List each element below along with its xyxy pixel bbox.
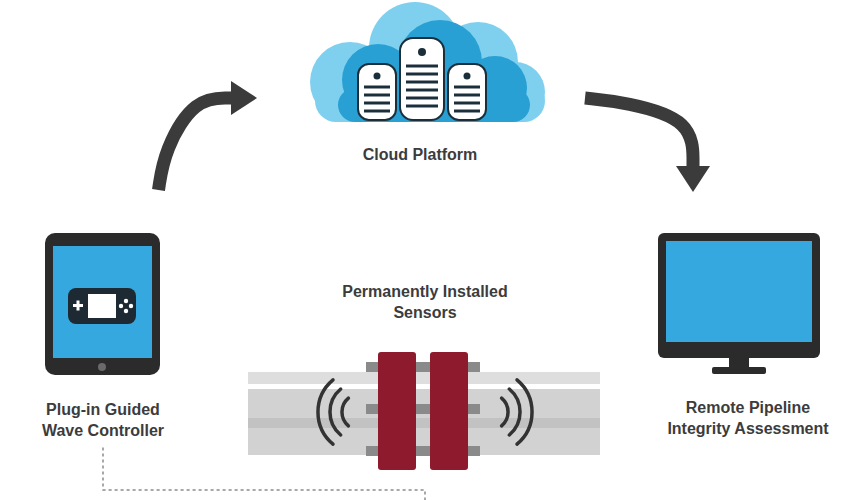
sensor-collar — [430, 352, 468, 470]
node-label: Permanently Installed Sensors — [338, 282, 513, 324]
node-label: Plug-in Guided Wave Controller — [28, 400, 178, 442]
pipe-top — [248, 372, 600, 384]
pipe-body — [248, 389, 600, 455]
controller-node: Plug-in Guided Wave Controller — [28, 190, 178, 446]
cloud-back — [310, 2, 545, 122]
monitor-icon — [658, 233, 820, 374]
cloud-front — [338, 20, 530, 122]
flow-arrow — [585, 98, 693, 166]
pipe-illustration — [248, 352, 600, 470]
monitor-node: Remote Pipeline Integrity Assessment — [648, 190, 848, 444]
node-label: Remote Pipeline Integrity Assessment — [658, 398, 838, 440]
server-icon — [358, 38, 486, 120]
wave-arcs — [318, 380, 532, 444]
sensor-collar — [378, 352, 416, 470]
flow-arrow — [159, 98, 232, 190]
cloud-icon — [310, 2, 545, 122]
controller-icon — [68, 288, 136, 324]
sensor-node: Permanently Installed Sensors — [240, 282, 610, 500]
dashed-link — [103, 448, 425, 500]
tablet-icon — [45, 233, 160, 375]
node-label: Cloud Platform — [320, 145, 520, 166]
cloud-node: Cloud Platform — [255, 0, 585, 170]
